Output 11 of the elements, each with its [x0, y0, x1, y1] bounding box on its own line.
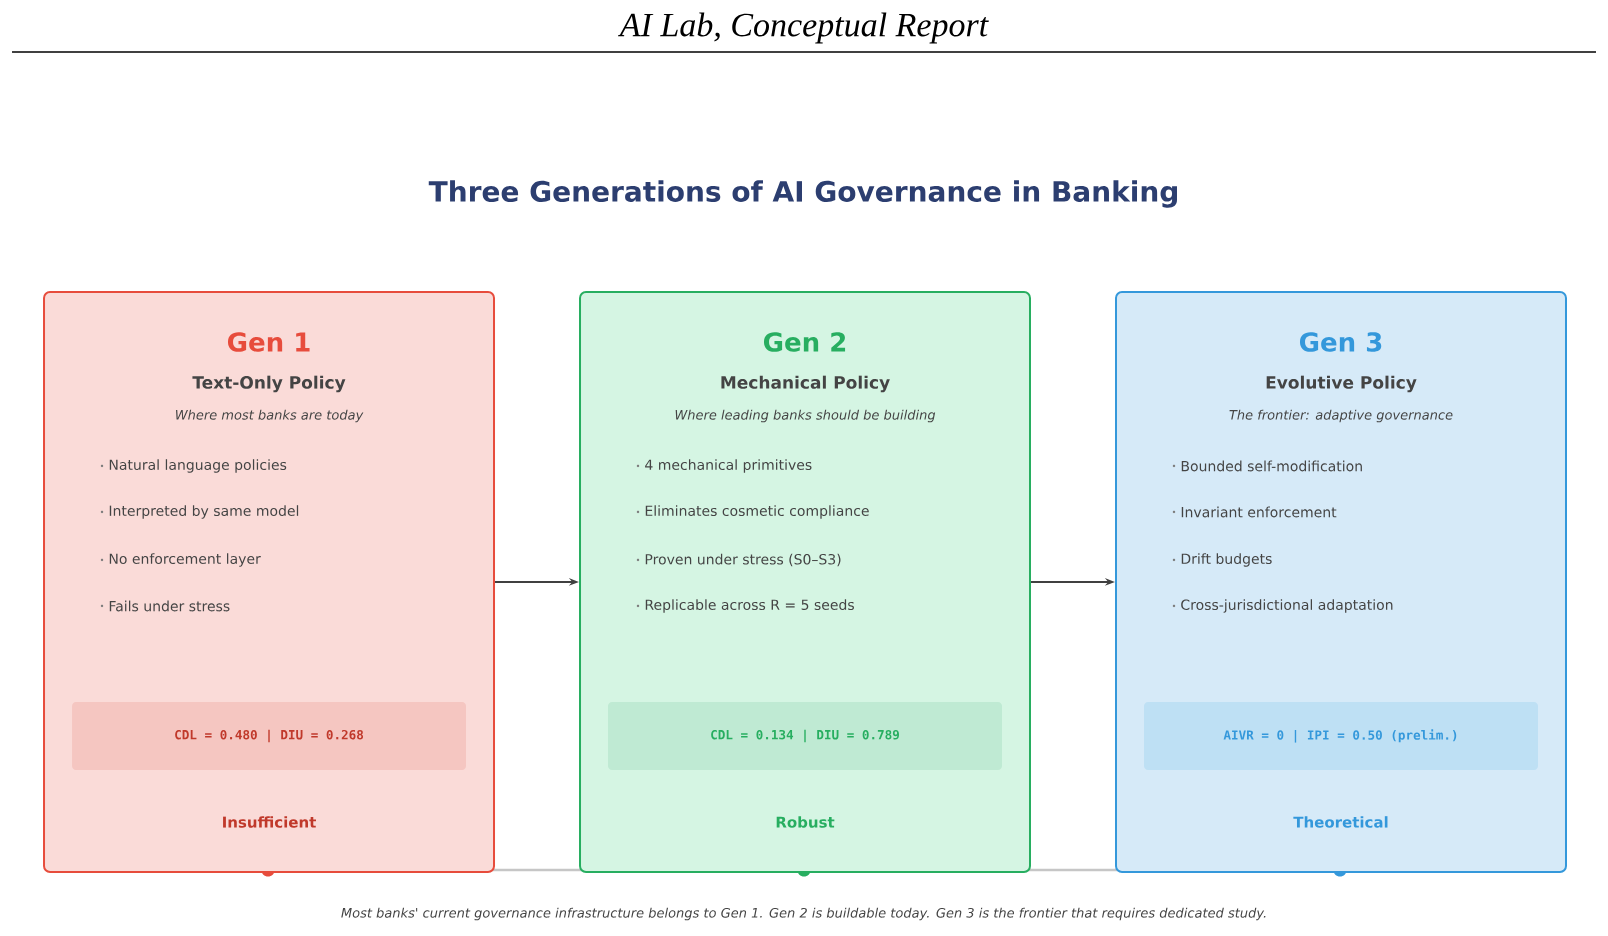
policy-name: Evolutive Policy — [1266, 375, 1417, 393]
card — [579, 291, 1031, 873]
generation-title: Gen 3 — [1299, 332, 1382, 352]
policy-name: Text-Only Policy — [192, 375, 346, 393]
generation-title: Gen 1 — [228, 332, 310, 352]
report-header: AI Lab, Conceptual Report — [618, 12, 989, 44]
card — [43, 291, 495, 873]
card — [1115, 291, 1567, 873]
generation-title: Gen 2 — [764, 332, 846, 352]
policy-name: Mechanical Policy — [721, 375, 890, 393]
diagram-title: Three Generations of AI Governance in Banking — [428, 180, 1177, 208]
